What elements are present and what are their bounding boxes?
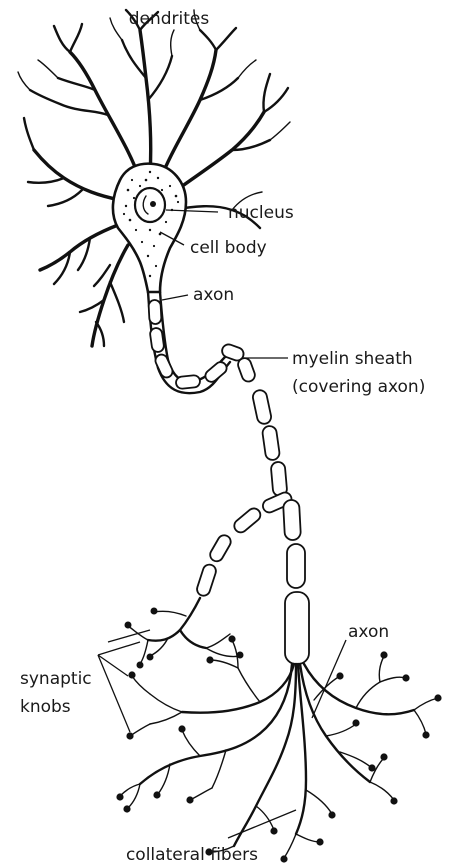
label-myelin-line2: (covering axon): [292, 377, 425, 397]
synaptic-leader-1: [98, 642, 140, 655]
myelin-sheath: [148, 300, 309, 664]
label-axon-top: axon: [193, 285, 234, 305]
collateral-leader: [228, 810, 296, 838]
upper-collateral-leader: [108, 630, 150, 642]
label-nucleus: nucleus: [228, 203, 294, 223]
label-cell-body: cell body: [190, 238, 267, 258]
cell-body-shape: [113, 164, 186, 292]
axon-terminals: [116, 635, 441, 862]
label-collateral-fibers: collateral fibers: [126, 845, 258, 865]
collateral-branch-upper: [125, 598, 244, 669]
axon-top-leader: [162, 295, 188, 300]
label-synaptic-line2: knobs: [20, 697, 71, 717]
label-myelin-line1: myelin sheath: [292, 349, 413, 369]
label-axon-bottom: axon: [348, 622, 389, 642]
label-synaptic-line1: synaptic: [20, 669, 92, 689]
label-dendrites: dendrites: [129, 9, 210, 29]
